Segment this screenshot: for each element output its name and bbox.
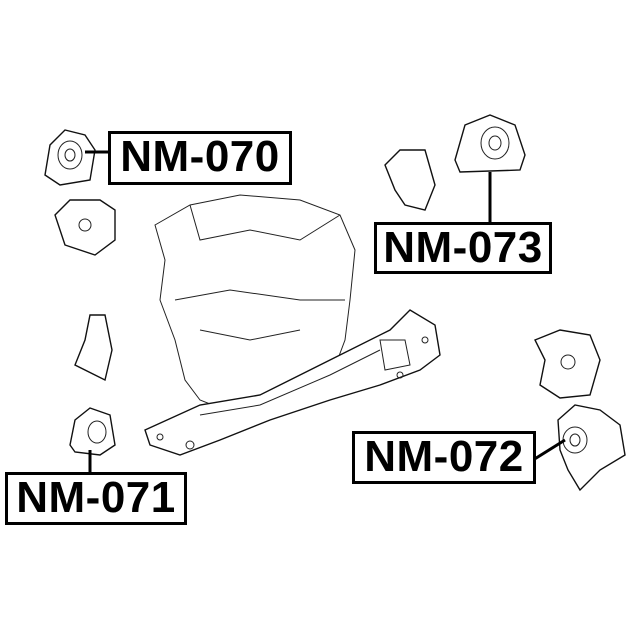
part-label-nm-073: NM-073 bbox=[374, 222, 552, 274]
part-label-nm-072: NM-072 bbox=[352, 431, 536, 484]
mount-nm-073 bbox=[384, 114, 526, 211]
mount-nm-072 bbox=[534, 329, 626, 492]
part-label-nm-071: NM-071 bbox=[5, 472, 187, 525]
leader-lines bbox=[85, 150, 566, 475]
mount-nm-071 bbox=[69, 314, 116, 456]
part-label-nm-070: NM-070 bbox=[108, 131, 292, 185]
subframe bbox=[144, 309, 441, 456]
mount-nm-070 bbox=[44, 129, 116, 256]
